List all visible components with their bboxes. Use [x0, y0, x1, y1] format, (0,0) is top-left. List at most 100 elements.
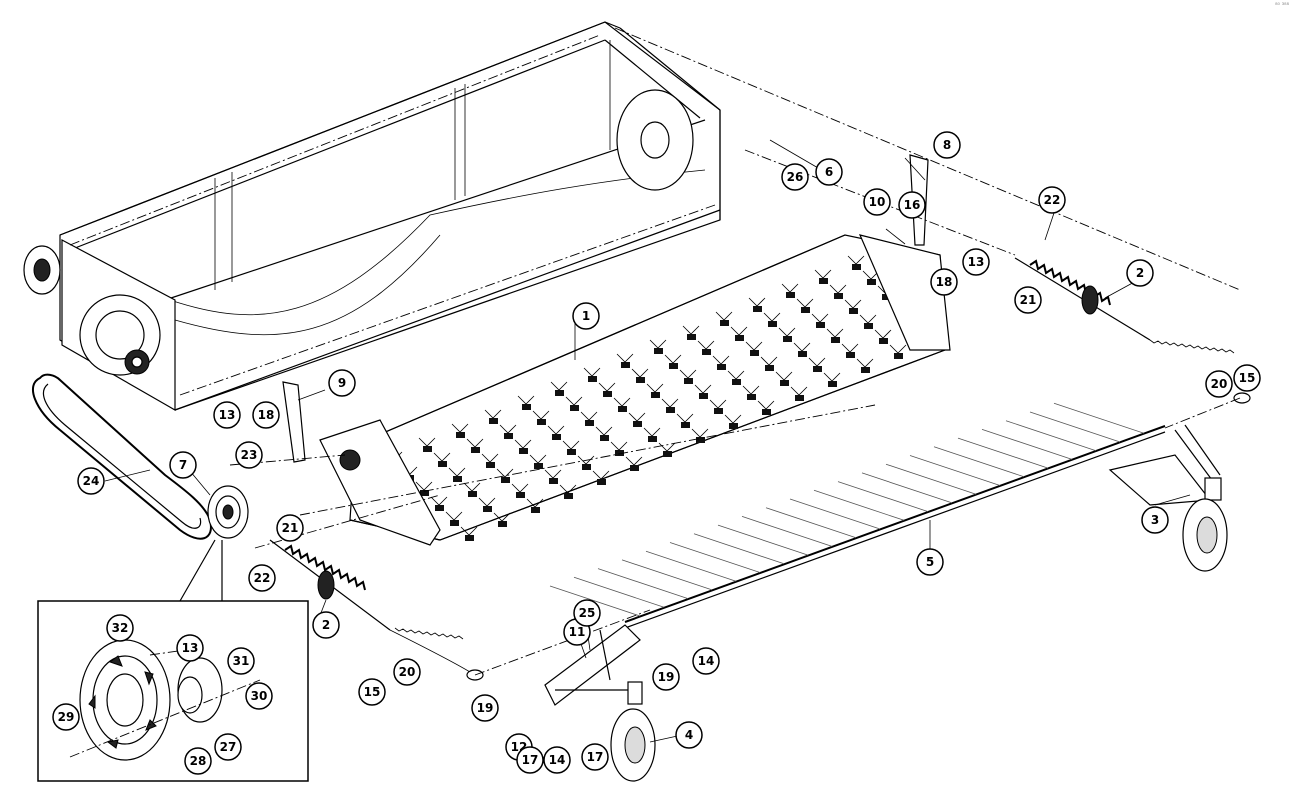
tine	[702, 349, 711, 355]
tine	[588, 376, 597, 382]
straw-tine	[717, 524, 809, 556]
tine	[714, 408, 723, 414]
callout-circle	[516, 746, 544, 774]
callout-label: 19	[477, 701, 494, 715]
callout-10: 10	[863, 188, 891, 216]
callout-circle	[235, 441, 263, 469]
tine	[615, 450, 624, 456]
callout-label: 2	[322, 618, 330, 632]
callout-18b: 18	[252, 401, 280, 429]
tine-finger	[448, 467, 466, 477]
tine-finger	[484, 409, 502, 419]
callout-circle	[1205, 370, 1233, 398]
callout-circle	[312, 611, 340, 639]
callout-label: 4	[685, 728, 693, 742]
tine-finger	[811, 313, 829, 323]
tine	[795, 395, 804, 401]
callout-7: 7	[169, 451, 197, 479]
straw-tine	[621, 559, 713, 591]
tine	[570, 405, 579, 411]
tine	[735, 335, 744, 341]
callout-24: 24	[77, 467, 105, 495]
tine	[768, 321, 777, 327]
callout-circle	[1126, 259, 1154, 287]
tine	[630, 465, 639, 471]
tine-finger	[763, 312, 781, 322]
callout-30: 30	[245, 682, 273, 710]
callout-17b: 17	[581, 743, 609, 771]
tine-finger	[547, 425, 565, 435]
tine	[603, 391, 612, 397]
tine-finger	[433, 452, 451, 462]
callout-circle	[106, 614, 134, 642]
tine-finger	[709, 399, 727, 409]
callout-circle	[393, 658, 421, 686]
straw-tine	[741, 516, 833, 547]
callout-22a: 22	[1038, 186, 1066, 214]
tine	[483, 506, 492, 512]
callout-label: 20	[399, 665, 416, 679]
tine	[687, 334, 696, 340]
tine-finger	[460, 526, 478, 536]
tine-finger	[796, 298, 814, 308]
callout-2b: 2	[312, 611, 340, 639]
tine-finger	[499, 424, 517, 434]
tine-finger	[544, 469, 562, 479]
tine-finger	[829, 284, 847, 294]
tine	[669, 363, 678, 369]
tine	[585, 420, 594, 426]
callout-circle	[572, 302, 600, 330]
pickup-drum	[319, 234, 951, 546]
straw-tine	[1005, 420, 1097, 452]
callout-label: 3	[1151, 513, 1159, 527]
straw-tine	[813, 489, 905, 521]
callout-circle	[781, 163, 809, 191]
tine	[453, 476, 462, 482]
tine	[867, 279, 876, 285]
callout-circle	[933, 131, 961, 159]
tine-finger	[583, 367, 601, 377]
straw-tine	[837, 481, 929, 512]
tine	[786, 292, 795, 298]
tine	[633, 421, 642, 427]
tine-finger	[580, 411, 598, 421]
tine	[486, 462, 495, 468]
tine-finger	[592, 470, 610, 480]
callout-label: 11	[569, 625, 586, 639]
tine-finger	[445, 511, 463, 521]
tine-finger	[664, 354, 682, 364]
callout-label: 13	[182, 641, 199, 655]
callout-label: 21	[1020, 293, 1037, 307]
centerlines	[229, 27, 1241, 676]
callout-23: 23	[235, 441, 263, 469]
callout-circle	[328, 369, 356, 397]
tine	[636, 377, 645, 383]
callout-2a: 2	[1126, 259, 1154, 287]
tine	[813, 366, 822, 372]
callout-6: 6	[815, 158, 843, 186]
tine	[534, 463, 543, 469]
callout-31: 31	[227, 647, 255, 675]
tine-finger	[691, 428, 709, 438]
callout-label: 22	[1044, 193, 1061, 207]
tine-finger	[565, 396, 583, 406]
tine-finger	[514, 439, 532, 449]
callout-13c: 13	[176, 634, 204, 662]
tine	[747, 394, 756, 400]
callout-9: 9	[328, 369, 356, 397]
tine-finger	[727, 370, 745, 380]
tine-finger	[874, 329, 892, 339]
tine	[699, 393, 708, 399]
watermark: ⁸⁰ ³⁸⁸	[1275, 2, 1289, 9]
tine	[456, 432, 465, 438]
tine-finger	[778, 327, 796, 337]
callout-label: 6	[825, 165, 833, 179]
callout-circle	[962, 248, 990, 276]
tine-finger	[649, 339, 667, 349]
callout-16: 16	[898, 191, 926, 219]
tine	[750, 350, 759, 356]
tine	[522, 404, 531, 410]
tine-finger	[715, 311, 733, 321]
tine-finger	[577, 455, 595, 465]
